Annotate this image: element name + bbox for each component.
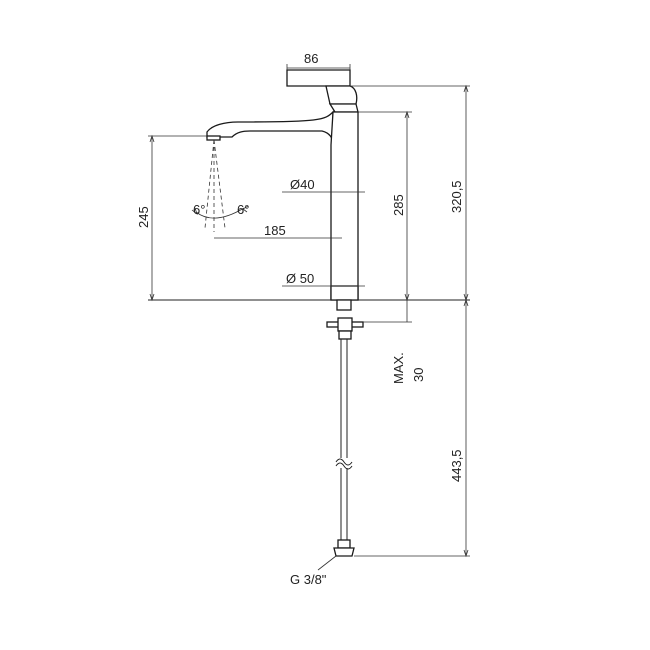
dim-total-height: 320,5 — [449, 180, 464, 213]
spray-cone — [191, 139, 249, 232]
dim-spout-diameter: Ø40 — [290, 177, 315, 192]
dim-spout-reach: 185 — [264, 223, 286, 238]
extension-lines — [148, 64, 470, 557]
dim-lever-width: 86 — [304, 51, 318, 66]
dim-body-height: 285 — [391, 194, 406, 216]
faucet-body — [206, 69, 359, 301]
fixing-assembly — [326, 299, 364, 557]
lever-neck — [325, 85, 358, 105]
aerator — [206, 135, 221, 141]
dim-max-value: 30 — [411, 368, 426, 382]
dim-max-label: MAX. — [391, 352, 406, 384]
column — [330, 111, 359, 301]
base-ring — [330, 285, 359, 301]
body-head — [328, 103, 359, 113]
dim-hose-length: 443,5 — [449, 449, 464, 482]
dim-spray-angle-left: 6° — [193, 202, 205, 217]
dim-spout-height: 245 — [136, 206, 151, 228]
dim-body-diameter: Ø 50 — [286, 271, 314, 286]
lever-handle — [286, 69, 351, 87]
dim-connection: G 3/8" — [290, 572, 327, 587]
dimension-lines — [149, 67, 469, 571]
dimension-labels: 86 Ø40 Ø 50 185 6° 6° 245 285 320,5 MAX.… — [136, 51, 464, 587]
dim-spray-angle-right: 6° — [237, 202, 249, 217]
spout — [206, 110, 334, 146]
